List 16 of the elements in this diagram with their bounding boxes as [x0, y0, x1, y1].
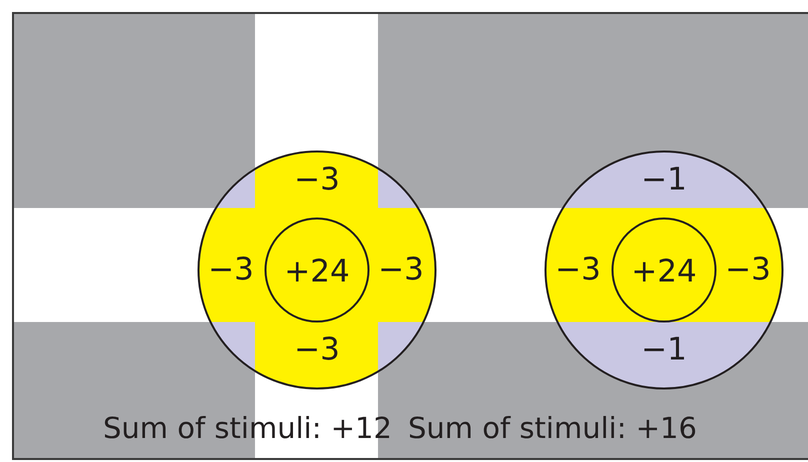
- center-circle: [611, 217, 717, 323]
- receptive-field-circle: [197, 150, 437, 390]
- sum-caption: Sum of stimuli: +12: [103, 414, 392, 443]
- weight-value: −1: [641, 334, 687, 366]
- sum-caption: Sum of stimuli: +16: [408, 414, 697, 443]
- weight-value: −3: [378, 254, 424, 286]
- weight-value: +24: [631, 256, 697, 288]
- weight-value: −3: [294, 164, 340, 196]
- weight-value: +24: [284, 256, 350, 288]
- receptive-field-circle: [544, 150, 784, 390]
- weight-value: −3: [555, 254, 601, 286]
- center-circle: [264, 217, 370, 323]
- weight-value: −1: [641, 164, 687, 196]
- weight-value: −3: [725, 254, 771, 286]
- weight-value: −3: [294, 334, 340, 366]
- weight-value: −3: [208, 254, 254, 286]
